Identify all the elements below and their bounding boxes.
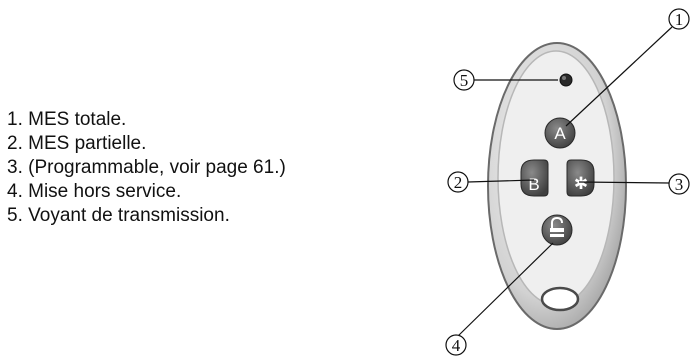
callout-2-label: 2 [454, 173, 463, 192]
leader-line-3 [578, 181, 670, 184]
callout-lines [457, 26, 673, 337]
callout-4-label: 4 [452, 336, 461, 355]
keyring-hole [540, 286, 580, 312]
button-star-label: ✱ [574, 174, 588, 193]
unlock-icon [550, 216, 564, 237]
callout-3: 3 [668, 173, 690, 195]
button-b[interactable]: B [520, 159, 549, 197]
led-highlight [562, 76, 566, 80]
button-a[interactable]: A [544, 117, 576, 149]
legend-item-5: 5. Voyant de transmission. [7, 205, 230, 226]
callout-5: 5 [453, 69, 475, 91]
legend-item-3: 3. (Programmable, voir page 61.) [7, 157, 286, 178]
callout-2: 2 [447, 171, 469, 193]
leader-line-4 [457, 242, 554, 337]
button-a-label: A [554, 124, 566, 143]
callout-4: 4 [445, 334, 467, 356]
leader-line-2 [467, 179, 535, 183]
callout-1-label: 1 [675, 10, 684, 29]
remote-fob: A B ✱ [487, 42, 627, 330]
led-indicator [559, 73, 573, 87]
callout-3-label: 3 [675, 175, 684, 194]
button-b-label: B [528, 175, 539, 194]
leader-line-1 [565, 26, 673, 127]
legend-item-1: 1. MES totale. [7, 109, 127, 130]
callout-1: 1 [668, 8, 690, 30]
remote-face [497, 50, 615, 306]
legend-item-2: 2. MES partielle. [7, 133, 147, 154]
legend-item-4: 4. Mise hors service. [7, 181, 182, 202]
callout-5-label: 5 [460, 71, 469, 90]
button-off[interactable] [541, 214, 573, 246]
legend-list: 1. MES totale. 2. MES partielle. 3. (Pro… [7, 108, 286, 228]
button-star[interactable]: ✱ [566, 159, 595, 197]
